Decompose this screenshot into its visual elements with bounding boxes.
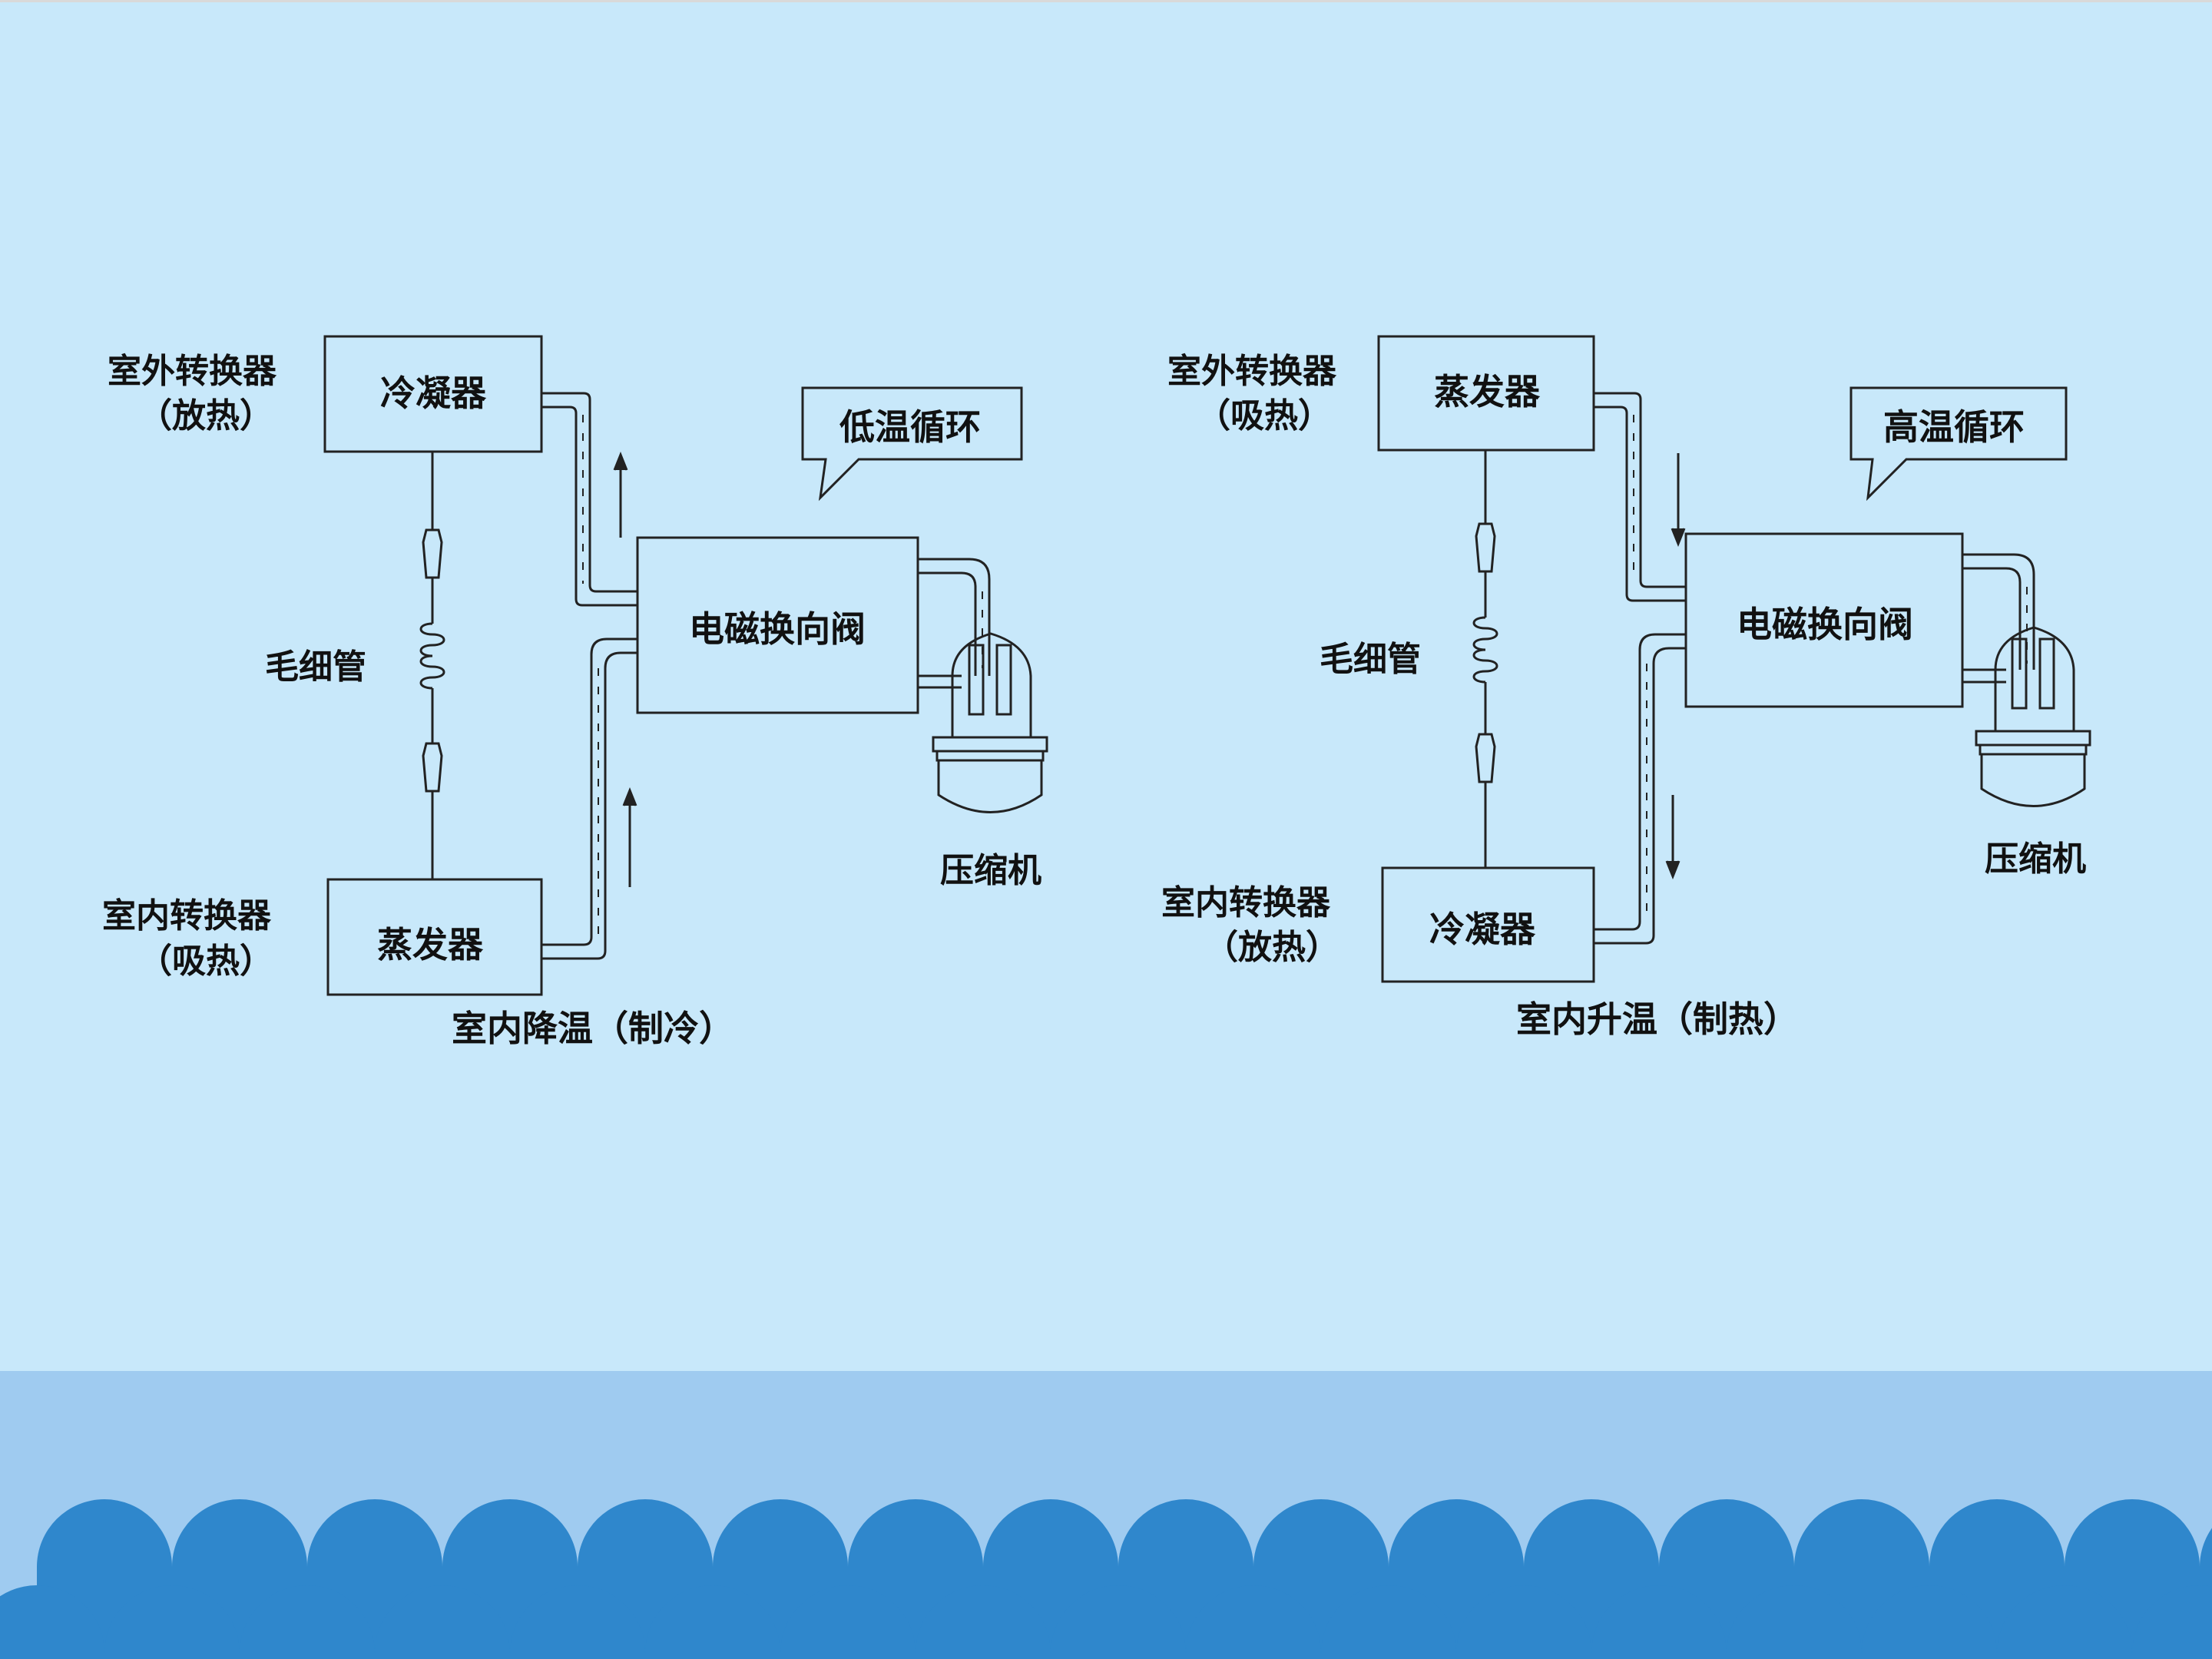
heating-pipe-upper <box>1594 392 1686 602</box>
wave-dome-front <box>1591 1585 1727 1659</box>
wave-dome-front <box>1051 1585 1186 1659</box>
cooling-indoor-component-label: 蒸发器 <box>377 924 484 965</box>
heating-valve-box <box>1684 532 1964 708</box>
heating-compressor-icon <box>1975 626 2091 807</box>
cooling-callout-label: 低温循环 <box>839 406 981 448</box>
cooling-compressor-label: 压缩机 <box>940 851 1041 890</box>
cooling-compressor-icon <box>932 632 1048 813</box>
cooling-diagram <box>323 335 1048 996</box>
cooling-outdoor-exchanger-label: 室外转换器 <box>108 352 277 391</box>
wave-dome-front <box>1186 1585 1321 1659</box>
wave-dome-front <box>0 1585 104 1659</box>
heating-outdoor-component-label: 蒸发器 <box>1434 371 1541 412</box>
cooling-caption: 室内降温（制冷） <box>452 1008 734 1049</box>
cooling-pipe-compressor <box>918 558 991 689</box>
bottom-decoration <box>0 1371 2212 1659</box>
heating-callout-bubble <box>1849 386 2068 502</box>
heating-diagram <box>1377 335 2091 983</box>
heating-outdoor-exchanger-label: 室外转换器 <box>1167 352 1337 391</box>
wave-dome-front <box>104 1585 240 1659</box>
wave-dome-front <box>780 1585 916 1659</box>
heating-caption: 室内升温（制热） <box>1516 998 1799 1040</box>
wave-dome-front <box>645 1585 780 1659</box>
heating-capillary <box>1472 450 1498 868</box>
cooling-flow-arrows <box>613 451 637 887</box>
heating-pipe-compressor <box>1962 553 2035 684</box>
cooling-labels: 室外转换器 （放热） 冷凝器 毛细管 室内转换器 （吸热） 蒸发器 电磁换向阀 … <box>102 352 1041 1049</box>
cooling-pipe-upper <box>541 392 637 607</box>
cooling-valve-box <box>636 536 919 714</box>
cooling-callout-bubble <box>801 386 1023 502</box>
wave-pattern <box>0 1499 2212 1659</box>
wave-dome-front <box>916 1585 1051 1659</box>
wave-dome-front <box>1727 1585 1862 1659</box>
wave-dome-front <box>240 1585 375 1659</box>
wave-dome-front <box>1997 1585 2132 1659</box>
heating-indoor-component-label: 冷凝器 <box>1429 909 1536 950</box>
wave-dome-front <box>510 1585 645 1659</box>
heating-labels: 室外转换器 （吸热） 蒸发器 毛细管 室内转换器 （放热） 冷凝器 电磁换向阀 … <box>1161 352 2086 1040</box>
heating-indoor-exchanger-label: 室内转换器 <box>1161 883 1331 922</box>
heating-flow-arrows <box>1665 453 1686 880</box>
cooling-outdoor-component-label: 冷凝器 <box>380 373 487 414</box>
heating-callout-label: 高温循环 <box>1883 406 2025 448</box>
wave-dome-front <box>2132 1585 2212 1659</box>
cooling-valve-label: 电磁换向阀 <box>689 608 866 650</box>
cooling-capillary <box>419 452 445 879</box>
heating-indoor-role-label: （放热） <box>1204 928 1339 967</box>
wave-dome-front <box>1862 1585 1997 1659</box>
heating-valve-label: 电磁换向阀 <box>1737 604 1913 645</box>
wave-dome-front <box>1321 1585 1456 1659</box>
heating-pipe-lower <box>1594 633 1686 945</box>
cooling-capillary-label: 毛细管 <box>265 647 366 687</box>
cooling-indoor-box <box>326 878 543 996</box>
cooling-outdoor-role-label: （放热） <box>138 396 273 435</box>
cooling-pipe-lower <box>541 637 637 960</box>
wave-dome-front <box>1456 1585 1591 1659</box>
cooling-indoor-role-label: （吸热） <box>138 942 273 981</box>
heating-outdoor-role-label: （吸热） <box>1197 396 1332 435</box>
top-border <box>0 0 2212 2</box>
heating-capillary-label: 毛细管 <box>1320 640 1421 679</box>
heating-compressor-label: 压缩机 <box>1985 839 2086 879</box>
heating-indoor-box <box>1381 866 1595 983</box>
cooling-indoor-exchanger-label: 室内转换器 <box>102 896 272 935</box>
wave-dome-front <box>375 1585 510 1659</box>
